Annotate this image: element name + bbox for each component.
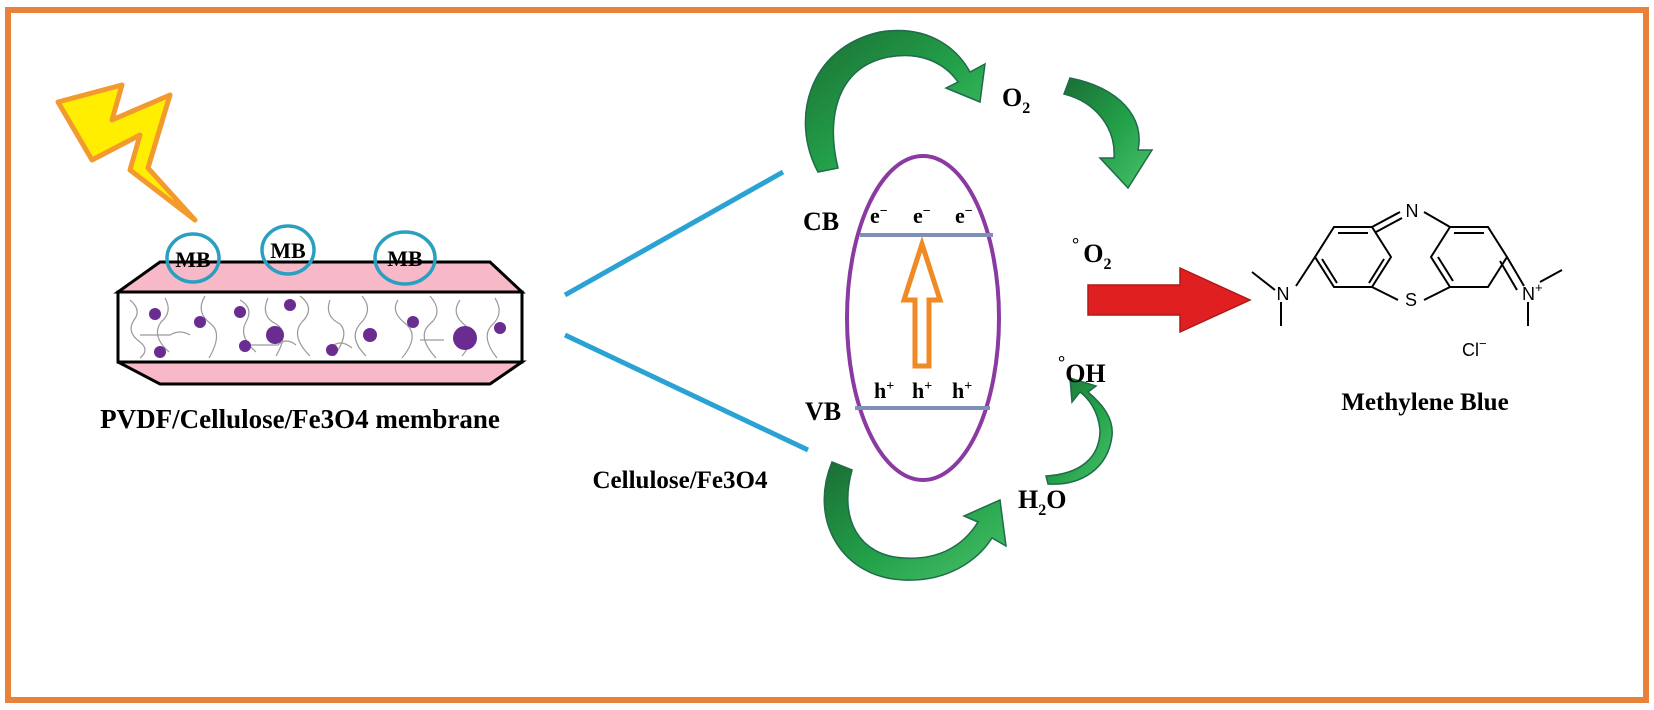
- mb-markers: MB MB MB: [165, 224, 437, 286]
- lightning-bolt-icon: [55, 82, 198, 223]
- membrane: MB MB MB: [113, 224, 527, 386]
- photocatalyst-caption: Cellulose/Fe3O4: [593, 467, 768, 494]
- atom-n-top: N: [1406, 201, 1419, 221]
- membrane-caption: PVDF/Cellulose/Fe3O4 membrane: [100, 404, 500, 434]
- membrane-bottom-band: [117, 360, 527, 386]
- particle: [266, 326, 284, 344]
- vb-to-h2o-arrow: [823, 461, 1007, 581]
- hydroxyl-radical-label: °OH: [1058, 352, 1106, 388]
- particle: [363, 328, 377, 342]
- particle: [284, 299, 296, 311]
- mb-circle: [165, 232, 221, 284]
- methylene-blue-structure: [1251, 211, 1563, 326]
- particle: [494, 322, 506, 334]
- membrane-fibers: [129, 295, 500, 359]
- o2-to-radical-arrow: [1063, 77, 1154, 190]
- water-label: H2O: [1018, 485, 1066, 519]
- particle: [234, 306, 246, 318]
- counter-ion: Cl−: [1462, 336, 1487, 360]
- methylene-blue-atoms: N S N N+ Cl−: [1277, 201, 1543, 360]
- mb-circle: [373, 230, 437, 286]
- particle: [326, 344, 338, 356]
- superoxide-radical-label: °O2: [1072, 234, 1111, 273]
- particle: [194, 316, 206, 328]
- particle: [149, 308, 161, 320]
- mb-badge: MB: [387, 246, 423, 271]
- membrane-body: [116, 290, 524, 364]
- particle: [453, 326, 477, 350]
- mb-badge: MB: [175, 247, 211, 272]
- atom-n-left: N: [1277, 284, 1290, 304]
- particle: [154, 346, 166, 358]
- electrons: e− e− e−: [870, 203, 973, 228]
- mb-badge: MB: [270, 238, 306, 263]
- atom-n-right: N+: [1522, 280, 1543, 304]
- hole: h+: [952, 378, 972, 403]
- photocatalyst-particle: [845, 154, 1001, 482]
- connector-line-top: [563, 169, 785, 298]
- cb-label: CB: [803, 207, 839, 236]
- hole: h+: [874, 378, 894, 403]
- connector-line-bottom: [563, 332, 810, 453]
- hole: h+: [912, 378, 932, 403]
- h2o-to-oh-arrow: [1045, 376, 1113, 485]
- degradation-arrow-icon: [1087, 266, 1252, 334]
- fe3o4-particles: [149, 299, 506, 358]
- electron: e−: [955, 203, 973, 228]
- particle: [239, 340, 251, 352]
- mb-circle: [260, 224, 316, 276]
- particle: [407, 316, 419, 328]
- electron: e−: [913, 203, 931, 228]
- cb-to-o2-arrow: [804, 29, 986, 173]
- outer-frame: [5, 7, 1649, 703]
- excitation-arrow-icon: [900, 235, 944, 369]
- atom-s: S: [1405, 290, 1417, 310]
- o2-label: O2: [1002, 83, 1030, 117]
- vb-label: VB: [805, 397, 841, 426]
- holes: h+ h+ h+: [874, 378, 972, 403]
- green-arrows: [804, 29, 1154, 581]
- electron: e−: [870, 203, 888, 228]
- dye-name: Methylene Blue: [1341, 389, 1508, 416]
